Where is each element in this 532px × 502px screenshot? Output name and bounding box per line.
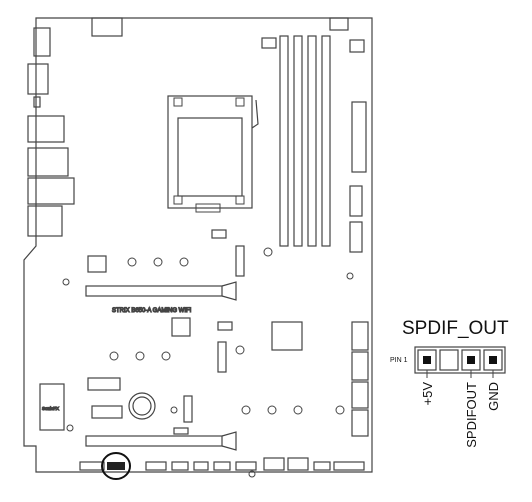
cpu-socket-outer (167, 95, 253, 209)
io-block-2 (27, 63, 49, 95)
cpu-power-connector (91, 17, 123, 37)
screw-holes (62, 247, 354, 478)
screw-hole (153, 257, 163, 267)
screw-hole (248, 470, 256, 478)
cmos-battery-inner (132, 396, 152, 416)
pin-label: GND (486, 382, 501, 411)
io-block-6 (27, 177, 75, 205)
pin (423, 356, 431, 364)
sata-connector-1 (349, 185, 363, 217)
socket-mark (235, 195, 245, 205)
pin-label: +5V (420, 382, 435, 406)
board-outline (23, 17, 373, 473)
pin-label: SPDIFOUT (464, 382, 479, 448)
pcie-x16-slot-2 (85, 435, 223, 447)
screw-hole (62, 278, 70, 286)
pcie-latch-1 (221, 281, 237, 301)
bottom-header-5 (213, 461, 231, 471)
spdif-board-location (101, 452, 131, 480)
pin (467, 356, 475, 364)
screw-hole (293, 405, 303, 415)
socket-marks (173, 97, 245, 213)
dimm-slot-4 (321, 35, 331, 247)
screw-hole (263, 247, 273, 257)
dimm-slot-1 (279, 35, 289, 247)
io-block-4 (27, 115, 65, 143)
pin (489, 356, 497, 364)
right-connector-1 (351, 321, 369, 351)
audio-chip-label: SonicFX (42, 406, 59, 411)
small-chip-1 (87, 255, 107, 273)
screw-hole (267, 405, 277, 415)
cpu-socket-inner (177, 117, 243, 197)
socket-mark (173, 195, 183, 205)
screw-hole (346, 272, 354, 280)
screw-hole (179, 257, 189, 267)
socket-mark (173, 97, 183, 107)
spdif-pinout: SPDIF_OUT PIN 1 +5V SPDIFOUT GND (390, 318, 509, 448)
top-header (329, 17, 349, 31)
audio-chip (39, 383, 65, 431)
io-block-7 (27, 205, 63, 237)
screw-hole (135, 351, 145, 361)
bottom-header-10 (333, 461, 365, 471)
bottom-header-9 (313, 461, 331, 471)
screw-hole (109, 351, 119, 361)
dimm-slot-3 (307, 35, 317, 247)
screw-hole (335, 405, 345, 415)
io-block-3 (33, 96, 41, 108)
right-connector-2 (351, 351, 369, 381)
board: STRIX B650-A GAMING WIFI SonicFX (23, 17, 373, 473)
right-connector-3 (351, 381, 369, 409)
top-small-header-2 (349, 39, 365, 53)
bottom-header-2 (145, 461, 167, 471)
pcie-x16-slot-1 (85, 285, 223, 297)
bottom-header-4 (193, 461, 209, 471)
io-block-1 (33, 27, 51, 57)
m2-slot-1 (235, 245, 245, 277)
screw-hole (66, 424, 74, 432)
socket-lever (251, 99, 259, 129)
dimm-slot-2 (293, 35, 303, 247)
screw-hole (161, 351, 171, 361)
small-chip-2 (211, 229, 227, 239)
board-model-label: STRIX B650-A GAMING WIFI (112, 308, 192, 314)
socket-bracket (195, 203, 221, 213)
bottom-header-6 (235, 461, 257, 471)
socket-mark (235, 97, 245, 107)
pcie-latch-2 (221, 431, 237, 451)
chipset-small (171, 317, 191, 337)
spdif-title: SPDIF_OUT (402, 318, 509, 339)
pin-cell (439, 349, 459, 371)
top-small-header (261, 37, 277, 49)
bottom-header-8 (287, 457, 309, 471)
pin1-label: PIN 1 (390, 357, 408, 364)
screw-hole (235, 345, 245, 355)
m2-slot-2 (217, 341, 227, 373)
bottom-header-1 (79, 461, 105, 471)
spdif-highlight-circle (101, 452, 131, 480)
small-chip-4 (173, 427, 189, 435)
screw-hole (127, 257, 137, 267)
screw-hole (170, 406, 178, 414)
small-module-1 (87, 377, 121, 391)
screw-hole (241, 405, 251, 415)
sata-connector-2 (349, 221, 363, 253)
bottom-header-3 (171, 461, 189, 471)
right-connector-4 (351, 409, 369, 437)
pin-header: +5V SPDIFOUT GND (414, 346, 506, 448)
io-block-5 (27, 147, 69, 177)
bottom-header-7 (263, 457, 285, 471)
spdif-board-header (107, 462, 125, 470)
cmos-battery (128, 392, 156, 420)
m2-slot-3 (183, 395, 193, 423)
small-module-2 (91, 405, 123, 419)
small-chip-3 (217, 321, 233, 331)
atx-power-connector (351, 101, 367, 173)
pin-header-outline (414, 346, 506, 374)
chipset (271, 321, 303, 351)
